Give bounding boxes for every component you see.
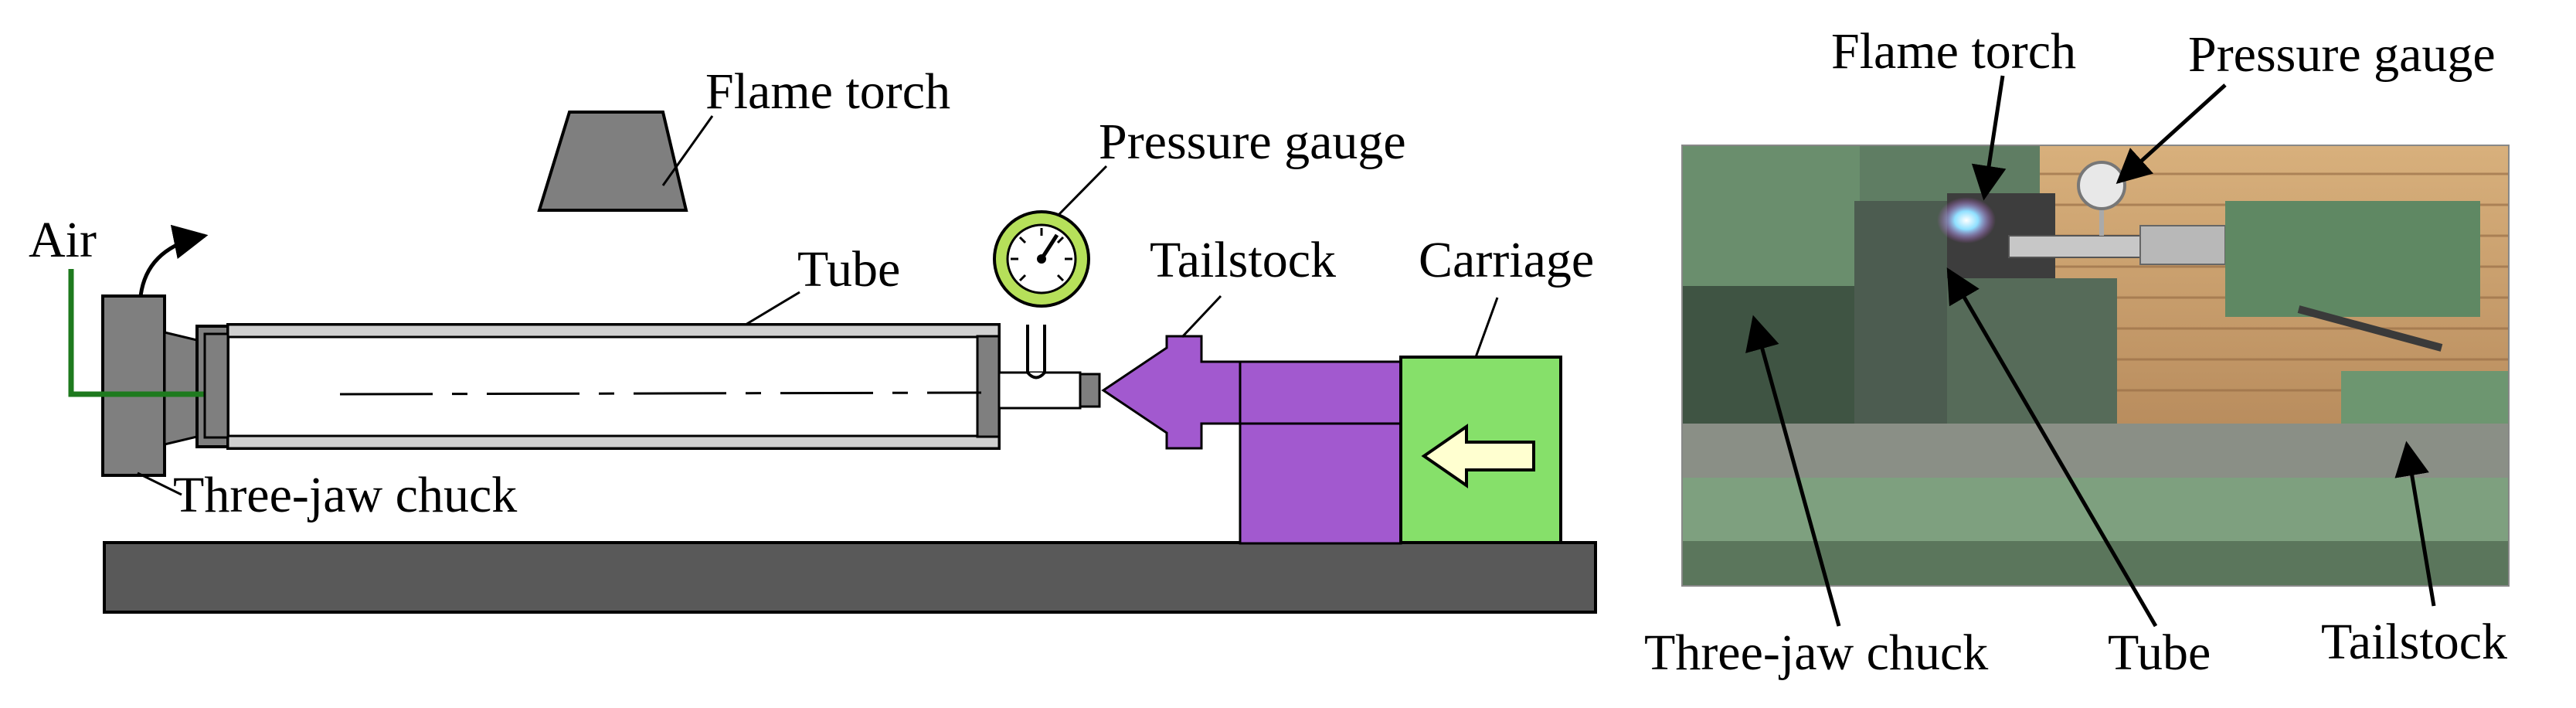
photo-frame (1681, 145, 2510, 587)
photo-tube-label: Tube (2108, 625, 2211, 681)
photo-pressure-gauge-label: Pressure gauge (2188, 26, 2496, 83)
tailstock-body-bottom (1239, 422, 1402, 545)
tailstock-shape (1101, 335, 1242, 450)
gauge-stem (1026, 325, 1046, 373)
photo-lever (2297, 305, 2443, 352)
headstock-dark (1682, 286, 1860, 425)
photo-chuck-arrow (1745, 315, 1841, 627)
flame-glow (1937, 197, 1996, 243)
photo-pressure-gauge-arrow (2116, 83, 2227, 185)
carriage-leader (1474, 297, 1499, 358)
tube-plug-tip (1079, 373, 1101, 408)
air-label: Air (29, 212, 97, 268)
gauge-photo (2077, 161, 2126, 210)
tube-label: Tube (797, 241, 900, 298)
tailstock-leader (1181, 294, 1222, 339)
tube-leader (745, 291, 800, 326)
photo-tailstock-body (2225, 201, 2480, 317)
tube-wall-top (226, 323, 1001, 339)
machine-bed (103, 541, 1597, 614)
chuck-jaw (163, 331, 199, 446)
photo-three-jaw-chuck-label: Three-jaw chuck (1644, 625, 1988, 681)
photo-tube (2008, 235, 2149, 258)
gauge-ticks (1011, 228, 1072, 282)
schematic-diagram: Flame torch Three-jaw chuck Air Tube (29, 63, 1597, 614)
three-jaw-chuck-label: Three-jaw chuck (173, 467, 517, 523)
carriage-label: Carriage (1419, 232, 1594, 288)
tube-centerline (339, 391, 982, 396)
tube-end-cap-left (203, 332, 229, 439)
flame-torch-shape (537, 111, 688, 212)
tube-end-cap-right (976, 335, 1001, 438)
chuck-leader (137, 471, 182, 496)
photo-flame-torch-arrow (1971, 75, 2007, 201)
tailstock-body-top (1239, 360, 1402, 425)
chuck-body (101, 294, 166, 477)
photo-tailstock-label: Tailstock (2321, 614, 2507, 670)
rotation-arrow (138, 224, 209, 297)
photo-tailstock-arrow (2394, 441, 2436, 607)
tube-outer (226, 323, 1001, 450)
photo-flame-torch-label: Flame torch (1831, 23, 2076, 80)
photo-tailstock-quill (2139, 225, 2226, 265)
pressure-gauge-label: Pressure gauge (1099, 114, 1406, 170)
flame-torch-label: Flame torch (705, 63, 950, 120)
flame-torch-leader (661, 115, 714, 186)
lathe-photo: Flame torch Pressure gauge Three-jaw chu… (1644, 23, 2510, 681)
carriage-arrow (1421, 424, 1535, 488)
photo-carriage (1947, 278, 2117, 425)
pressure-gauge-leader (1057, 165, 1108, 216)
photo-bed-shadow (1682, 541, 2509, 586)
tailstock-label: Tailstock (1150, 232, 1336, 288)
gauge-needle (1039, 233, 1059, 260)
tube-wall-bottom (226, 434, 1001, 450)
photo-tube-arrow (1946, 267, 2158, 628)
photo-bed-rails (1682, 424, 2509, 478)
gauge-hub (1037, 254, 1046, 264)
gauge-stem-bend (1026, 371, 1046, 380)
